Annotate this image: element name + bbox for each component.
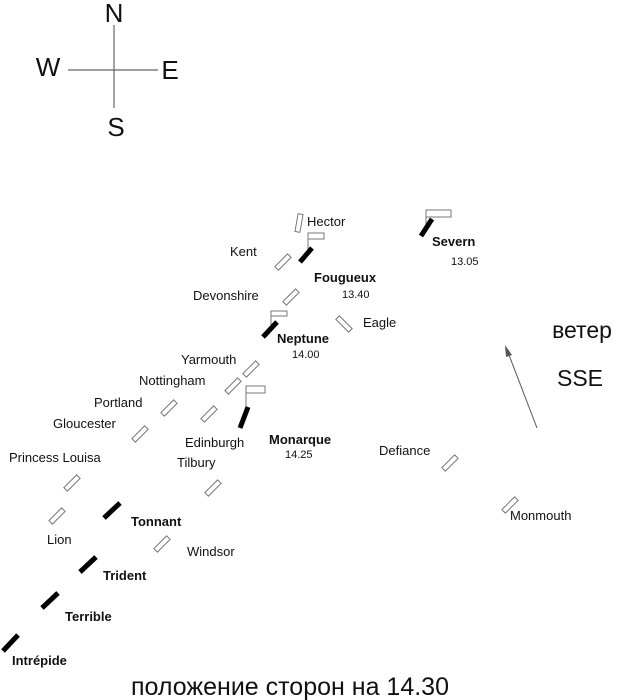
compass-east: E: [161, 55, 178, 85]
ship-marker-neptune: [261, 320, 279, 339]
ship-marker-intrepide: [1, 633, 20, 653]
compass-south: S: [107, 112, 124, 142]
label-edinburgh: Edinburgh: [185, 435, 244, 450]
label-monarque: Monarque: [269, 432, 331, 447]
time-monarque: 14.25: [285, 449, 313, 461]
label-fougueux: Fougueux: [314, 270, 377, 285]
ship-marker-princess-louisa: [63, 474, 81, 492]
ship-marker-portland: [160, 399, 178, 417]
ship-marker-yarmouth: [242, 360, 260, 378]
british-labels: Hector Kent Devonshire Eagle Yarmouth No…: [9, 214, 571, 559]
label-terrible: Terrible: [65, 609, 112, 624]
label-gloucester: Gloucester: [53, 416, 117, 431]
label-yarmouth: Yarmouth: [181, 352, 236, 367]
compass: N S E W: [36, 0, 179, 142]
ship-marker-defiance: [441, 454, 459, 472]
ship-marker-monmouth: [501, 496, 519, 514]
ship-marker-nottingham: [224, 377, 242, 395]
ship-marker-severn: [418, 217, 435, 238]
label-severn: Severn: [432, 234, 475, 249]
ship-marker-tonnant: [102, 501, 122, 520]
wind-indicator: ветер SSE: [505, 317, 612, 429]
flag-fougueux: [307, 232, 325, 240]
label-windsor: Windsor: [187, 544, 235, 559]
label-neptune: Neptune: [277, 331, 329, 346]
british-ships: [48, 213, 519, 553]
label-tilbury: Tilbury: [177, 455, 216, 470]
ship-marker-edinburgh: [200, 405, 218, 423]
flag-neptune: [270, 310, 288, 317]
time-fougueux: 13.40: [342, 289, 370, 301]
french-labels: Severn 13.05 Fougueux 13.40 Neptune 14.0…: [12, 234, 479, 668]
label-eagle: Eagle: [363, 315, 396, 330]
ship-marker-monarque: [237, 406, 251, 429]
french-ships: [1, 217, 435, 653]
flag-monarque: [245, 385, 266, 394]
ship-marker-trident: [78, 555, 98, 574]
ship-marker-terrible: [40, 591, 60, 610]
flag-severn: [425, 209, 452, 218]
ship-marker-hector: [294, 213, 304, 233]
label-defiance: Defiance: [379, 443, 430, 458]
label-intrepide: Intrépide: [12, 653, 67, 668]
compass-west: W: [36, 52, 61, 82]
ship-marker-lion: [48, 507, 66, 525]
label-tonnant: Tonnant: [131, 514, 182, 529]
ship-marker-tilbury: [204, 479, 222, 497]
wind-direction: SSE: [557, 365, 603, 391]
label-lion: Lion: [47, 532, 72, 547]
label-trident: Trident: [103, 568, 147, 583]
label-nottingham: Nottingham: [139, 373, 205, 388]
ship-marker-eagle: [335, 315, 353, 333]
label-kent: Kent: [230, 244, 257, 259]
label-portland: Portland: [94, 395, 142, 410]
time-severn: 13.05: [451, 256, 479, 268]
caption: положение сторон на 14.30: [131, 673, 449, 700]
wind-arrowhead-icon: [505, 345, 512, 357]
label-hector: Hector: [307, 214, 346, 229]
wind-arrow-icon: [508, 354, 538, 429]
time-neptune: 14.00: [292, 349, 320, 361]
flags: [245, 209, 452, 410]
label-princess-louisa: Princess Louisa: [9, 450, 102, 465]
ship-marker-windsor: [153, 535, 171, 553]
compass-north: N: [105, 0, 124, 28]
ship-marker-gloucester: [131, 425, 149, 443]
ship-marker-devonshire: [282, 288, 300, 306]
label-devonshire: Devonshire: [193, 288, 259, 303]
label-monmouth: Monmouth: [510, 508, 571, 523]
wind-label: ветер: [552, 317, 612, 343]
ship-marker-kent: [274, 253, 292, 271]
ship-marker-fougueux: [298, 246, 314, 264]
